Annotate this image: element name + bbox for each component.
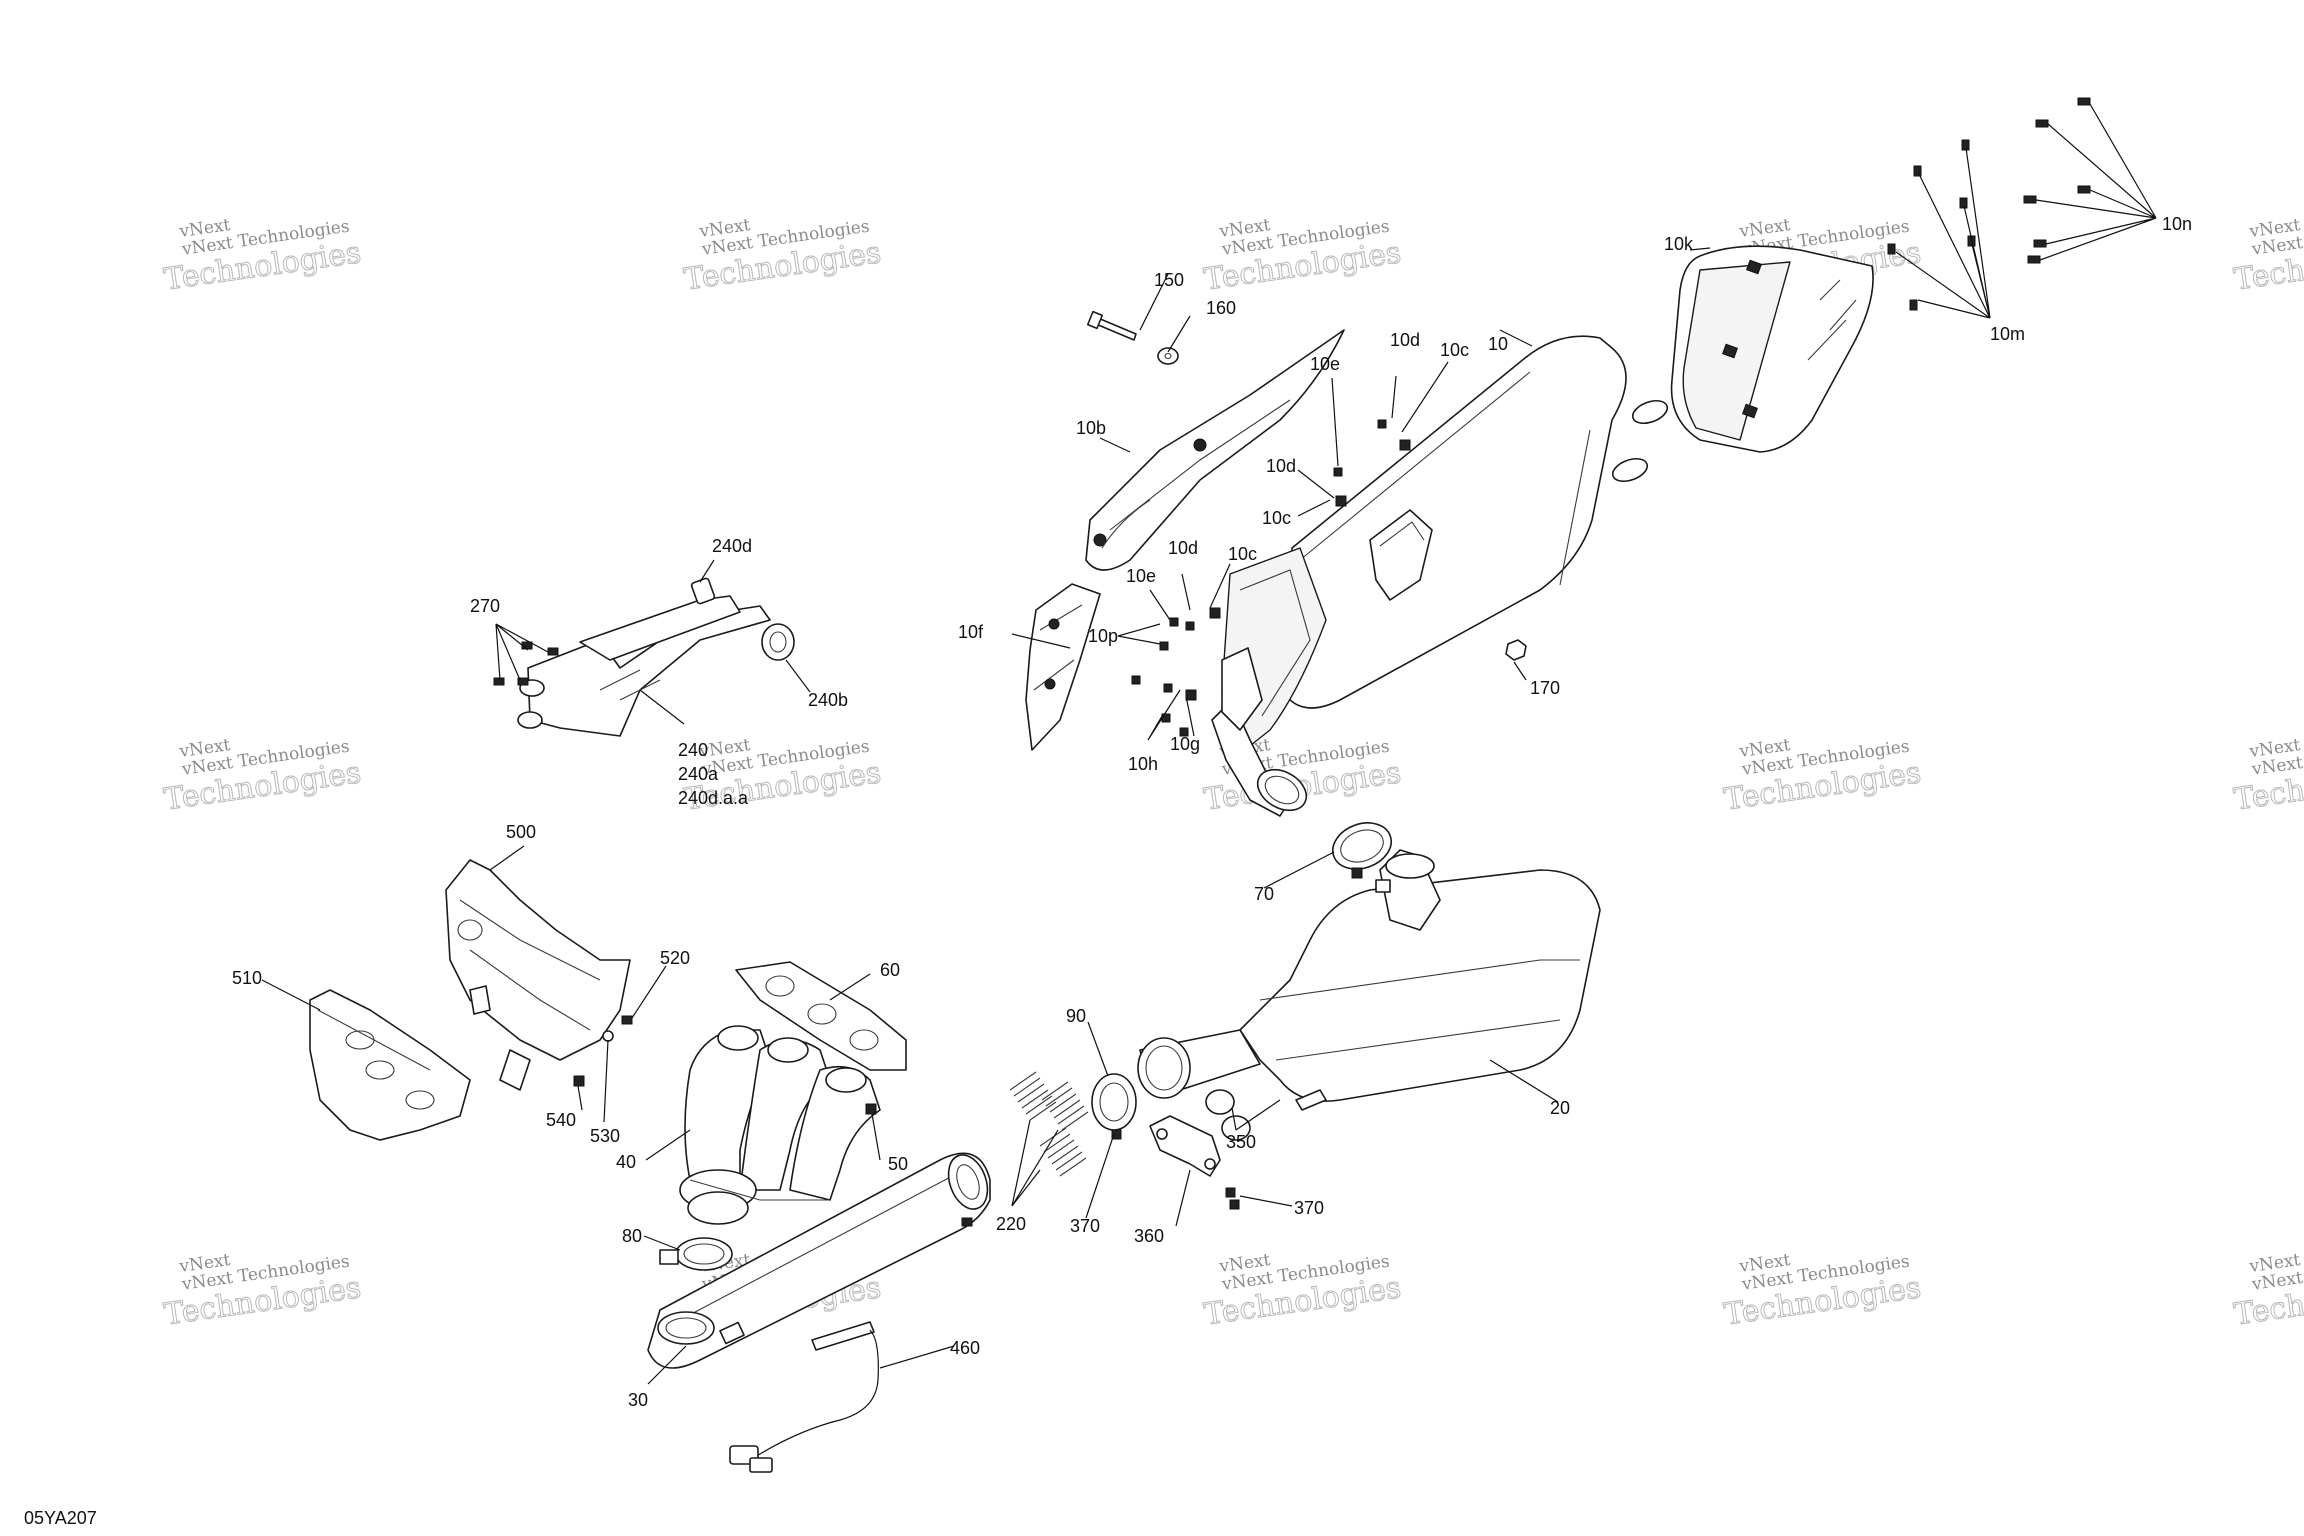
callout-10e: 10e xyxy=(1126,566,1156,586)
callout-10b: 10b xyxy=(1076,418,1106,438)
muffler-mount-bracket xyxy=(1369,509,1433,601)
clamp-80 xyxy=(659,1237,733,1271)
callout-50: 50 xyxy=(888,1154,908,1174)
manifold-gasket-60 xyxy=(735,961,907,1071)
mid-pipe-30 xyxy=(647,1152,991,1369)
nut-170 xyxy=(1505,639,1527,661)
lower-muffler xyxy=(1137,849,1601,1141)
watermark: vNext vNext Technologies Technologies xyxy=(1201,1250,1403,1333)
callout-360: 360 xyxy=(1134,1226,1164,1246)
muffler-support-bracket xyxy=(517,577,795,737)
callout-10e: 10e xyxy=(1310,354,1340,374)
outlet-tip-upper xyxy=(1631,399,1669,425)
callout-220: 220 xyxy=(996,1214,1026,1234)
callout-60: 60 xyxy=(880,960,900,980)
callout-520: 520 xyxy=(660,948,690,968)
bolt-520 xyxy=(621,1015,633,1025)
heat-shield-510 xyxy=(309,989,471,1141)
muffler-hanger xyxy=(1221,647,1263,731)
watermark: vNext vNext Technologies Technologies xyxy=(2231,1250,2304,1333)
callout-160: 160 xyxy=(1206,298,1236,318)
callout-530: 530 xyxy=(590,1126,620,1146)
springs-220 xyxy=(1009,1071,1089,1177)
callout-510: 510 xyxy=(232,968,262,988)
callout-20: 20 xyxy=(1550,1098,1570,1118)
callout-150: 150 xyxy=(1154,270,1184,290)
muffler-inlet-flange xyxy=(1256,768,1308,812)
watermark: vNext vNext Technologies Technologies xyxy=(161,1250,363,1333)
callout-270: 270 xyxy=(470,596,500,616)
callout-370: 370 xyxy=(1070,1216,1100,1236)
heat-shield-500 xyxy=(445,859,631,1091)
watermark: vNext vNext Technologies Technologies xyxy=(681,215,883,298)
callout-40: 40 xyxy=(616,1152,636,1172)
watermark: vNext vNext Technologies Technologies xyxy=(1201,215,1403,298)
washer-160 xyxy=(1157,347,1179,365)
callout-10k: 10k xyxy=(1664,234,1694,254)
callout-30: 30 xyxy=(628,1390,648,1410)
callout-370: 370 xyxy=(1294,1198,1324,1218)
callout-10d: 10d xyxy=(1390,330,1420,350)
callout-540: 540 xyxy=(546,1110,576,1130)
bolt-150 xyxy=(1086,310,1137,341)
callout-10c: 10c xyxy=(1262,508,1291,528)
gasket-90 xyxy=(1091,1073,1137,1131)
callout-10h: 10h xyxy=(1128,754,1158,774)
callout-240a: 240a xyxy=(678,764,719,784)
callout-240b: 240b xyxy=(808,690,848,710)
outlet-tip-lower xyxy=(1611,457,1649,483)
callout-240d-a-a: 240d.a.a xyxy=(678,788,749,808)
nut-540 xyxy=(573,1075,585,1087)
end-cap-fasteners xyxy=(1887,97,2157,319)
callout-350: 350 xyxy=(1226,1132,1256,1152)
muffler-small-hardware xyxy=(1131,419,1411,737)
muffler-heat-shield xyxy=(1085,329,1345,571)
lower-heat-shield xyxy=(1025,583,1101,751)
watermark: vNext vNext Technologies Technologies xyxy=(1721,735,1923,818)
clamp-70 xyxy=(1332,822,1392,893)
watermark: vNext vNext Technologies Technologies xyxy=(161,735,363,818)
callout-70: 70 xyxy=(1254,884,1274,904)
callout-240d: 240d xyxy=(712,536,752,556)
callout-10c: 10c xyxy=(1228,544,1257,564)
callout-10f: 10f xyxy=(958,622,984,642)
washer-530 xyxy=(602,1030,614,1042)
bracket-360 xyxy=(1149,1115,1221,1177)
stud-50 xyxy=(865,1103,877,1115)
watermark: vNext vNext Technologies Technologies xyxy=(1721,1250,1923,1333)
callout-10: 10 xyxy=(1488,334,1508,354)
watermark: vNext vNext Technologies Technologies xyxy=(2231,215,2304,298)
callout-80: 80 xyxy=(622,1226,642,1246)
oxygen-sensor-460 xyxy=(729,1321,879,1473)
exhaust-header-40 xyxy=(679,1025,881,1225)
callout-labels: 10 10b 150 160 10e 10d 10c 10d 10c 10d 1… xyxy=(232,214,2192,1410)
callout-10d: 10d xyxy=(1266,456,1296,476)
muffler-body xyxy=(1281,335,1627,709)
bolts-370 xyxy=(1111,1129,1240,1210)
leader-lines xyxy=(261,247,1711,1385)
callout-500: 500 xyxy=(506,822,536,842)
callout-10g: 10g xyxy=(1170,734,1200,754)
watermark: vNext vNext Technologies Technologies xyxy=(2231,735,2304,818)
callout-10d: 10d xyxy=(1168,538,1198,558)
muffler-assembly xyxy=(1211,335,1669,817)
callout-90: 90 xyxy=(1066,1006,1086,1026)
callout-170: 170 xyxy=(1530,678,1560,698)
callout-460: 460 xyxy=(950,1338,980,1358)
callout-10n: 10n xyxy=(2162,214,2192,234)
document-id: 05YA207 xyxy=(24,1508,97,1528)
callout-240: 240 xyxy=(678,740,708,760)
callout-10p: 10p xyxy=(1088,626,1118,646)
muffler-end-cap xyxy=(1670,245,1874,453)
callout-10m: 10m xyxy=(1990,324,2025,344)
watermark: vNext vNext Technologies Technologies xyxy=(161,215,363,298)
callout-10c: 10c xyxy=(1440,340,1469,360)
